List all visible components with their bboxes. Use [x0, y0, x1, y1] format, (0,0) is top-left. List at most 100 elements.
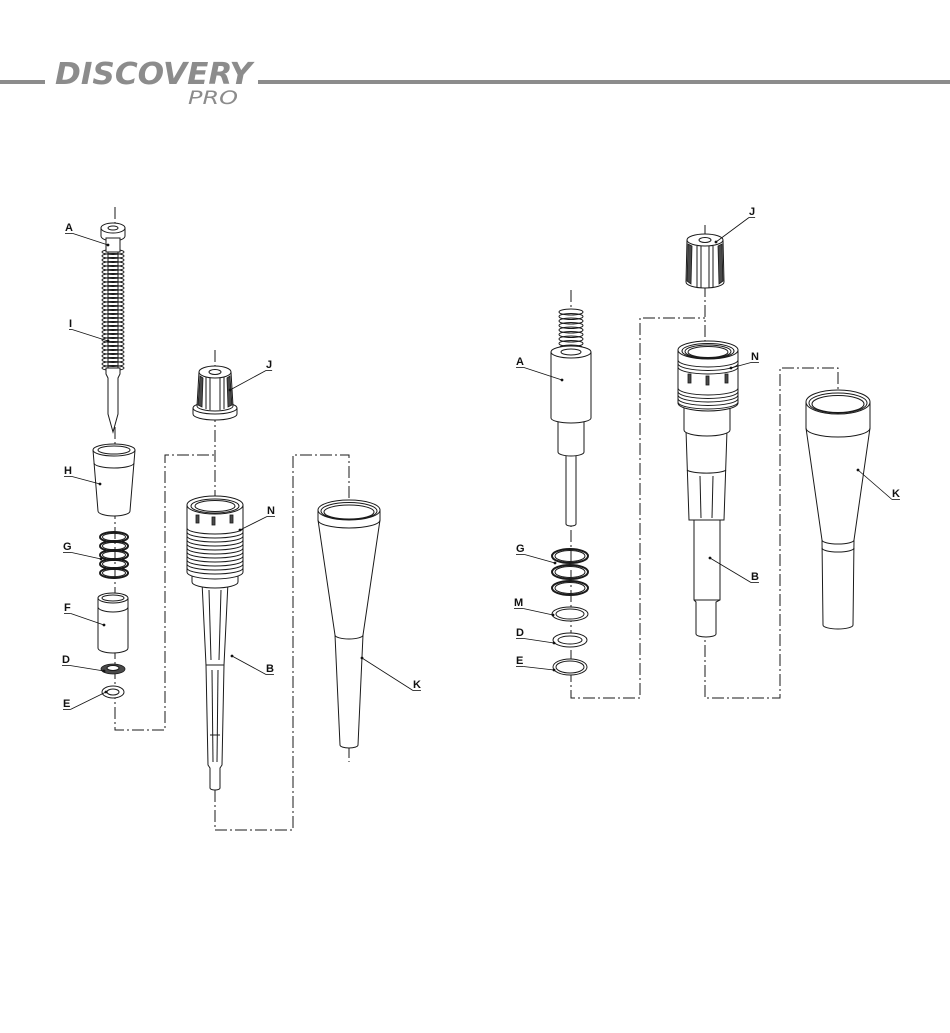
leader-dot	[552, 614, 555, 617]
left-spring-g	[100, 532, 128, 578]
cone-rim	[806, 390, 870, 414]
leader-dot	[715, 241, 718, 244]
leader-dot	[361, 657, 364, 660]
callout-label: E	[63, 698, 70, 710]
leader-dot	[239, 529, 242, 532]
callout-label: N	[267, 505, 275, 517]
nut-window	[706, 376, 709, 385]
knob-rib	[687, 244, 692, 284]
left-bushing-f	[98, 593, 128, 653]
leader-dot	[103, 670, 106, 673]
callout-label: J	[749, 206, 755, 218]
leader-dot	[553, 669, 556, 672]
callout-label: N	[751, 351, 759, 363]
spring-coil	[103, 560, 126, 567]
leader-line	[230, 371, 266, 391]
callout-left-e: E	[63, 691, 107, 710]
leader-line	[70, 666, 104, 672]
leader-dot	[103, 624, 106, 627]
left-assembly	[93, 223, 380, 790]
left-spring-i	[102, 250, 124, 371]
leader-line	[858, 470, 892, 500]
callout-label: K	[413, 679, 421, 691]
left-seal-d	[101, 664, 125, 674]
nut-window	[230, 515, 233, 523]
leader-line	[716, 218, 749, 243]
callout-label: G	[63, 541, 72, 553]
right-spring-g	[552, 549, 588, 595]
leader-dot	[229, 389, 232, 392]
callout-layer: AIJHNGFDBEKJANKGBMDE	[62, 206, 900, 710]
leader-line	[70, 692, 106, 710]
knob-rib	[718, 244, 723, 284]
spring-coil	[552, 581, 588, 595]
callout-label: A	[65, 222, 73, 234]
right-nut-n	[678, 341, 738, 411]
callout-left-k: K	[361, 657, 421, 691]
header-logo: DISCOVERY PRO	[0, 57, 950, 109]
knob-top	[199, 366, 231, 378]
leader-dot	[857, 469, 860, 472]
leader-dot	[105, 691, 108, 694]
callout-right-g: G	[516, 543, 556, 564]
callout-left-j: J	[229, 359, 273, 391]
right-assembly	[551, 234, 870, 675]
leader-dot	[107, 244, 110, 247]
spring-coil	[103, 533, 126, 540]
callout-left-b: B	[231, 655, 274, 675]
plunger-cylinder	[551, 352, 591, 423]
left-shaft-b	[202, 582, 228, 790]
nut-window	[725, 374, 728, 383]
callout-label: D	[516, 627, 524, 639]
model-name: PRO	[188, 87, 238, 109]
knob-top	[687, 234, 723, 246]
right-cone-k	[806, 390, 870, 629]
spring-coil	[103, 542, 126, 549]
callout-right-e: E	[516, 655, 555, 671]
right-knob-j	[686, 234, 724, 288]
left-cone-k	[318, 500, 380, 748]
leader-line	[362, 658, 413, 691]
leader-dot	[730, 367, 733, 370]
shaft-taper	[202, 582, 228, 665]
nut-window	[688, 374, 691, 383]
leader-line	[232, 656, 266, 675]
callout-label: B	[266, 663, 274, 675]
left-sleeve-h	[93, 444, 135, 516]
shaft-taper	[686, 430, 727, 520]
leader-line	[524, 639, 554, 644]
right-plunger-a	[551, 346, 591, 526]
bushing-body	[98, 598, 128, 653]
callout-left-g: G	[63, 541, 102, 560]
nut-window	[196, 515, 199, 523]
right-o-ring-e	[553, 659, 587, 675]
shaft-tip	[694, 520, 720, 637]
callout-label: I	[69, 318, 72, 330]
leader-line	[72, 553, 101, 560]
spring-coil	[552, 565, 588, 579]
callout-label: B	[751, 571, 759, 583]
callout-label: D	[62, 654, 70, 666]
callout-label: J	[266, 359, 272, 371]
leader-dot	[231, 655, 234, 658]
leader-dot	[554, 562, 557, 565]
plunger-rod	[566, 452, 576, 526]
leader-dot	[553, 642, 556, 645]
spring-coil	[552, 549, 588, 563]
callout-right-m: M	[514, 597, 554, 616]
callout-label: M	[514, 597, 523, 609]
right-plunger-spring	[559, 308, 583, 352]
callout-left-n: N	[239, 505, 275, 531]
plunger-cylinder-top	[551, 346, 591, 358]
callout-label: E	[516, 655, 523, 667]
callout-right-d: D	[516, 627, 555, 644]
plunger-cap-top	[101, 223, 125, 233]
leader-line	[523, 667, 554, 671]
leader-line	[523, 609, 553, 616]
callout-left-d: D	[62, 654, 105, 672]
seal-inner	[107, 666, 119, 671]
leader-dot	[99, 483, 102, 486]
spring-coil	[555, 567, 585, 578]
callout-label: K	[892, 488, 900, 500]
